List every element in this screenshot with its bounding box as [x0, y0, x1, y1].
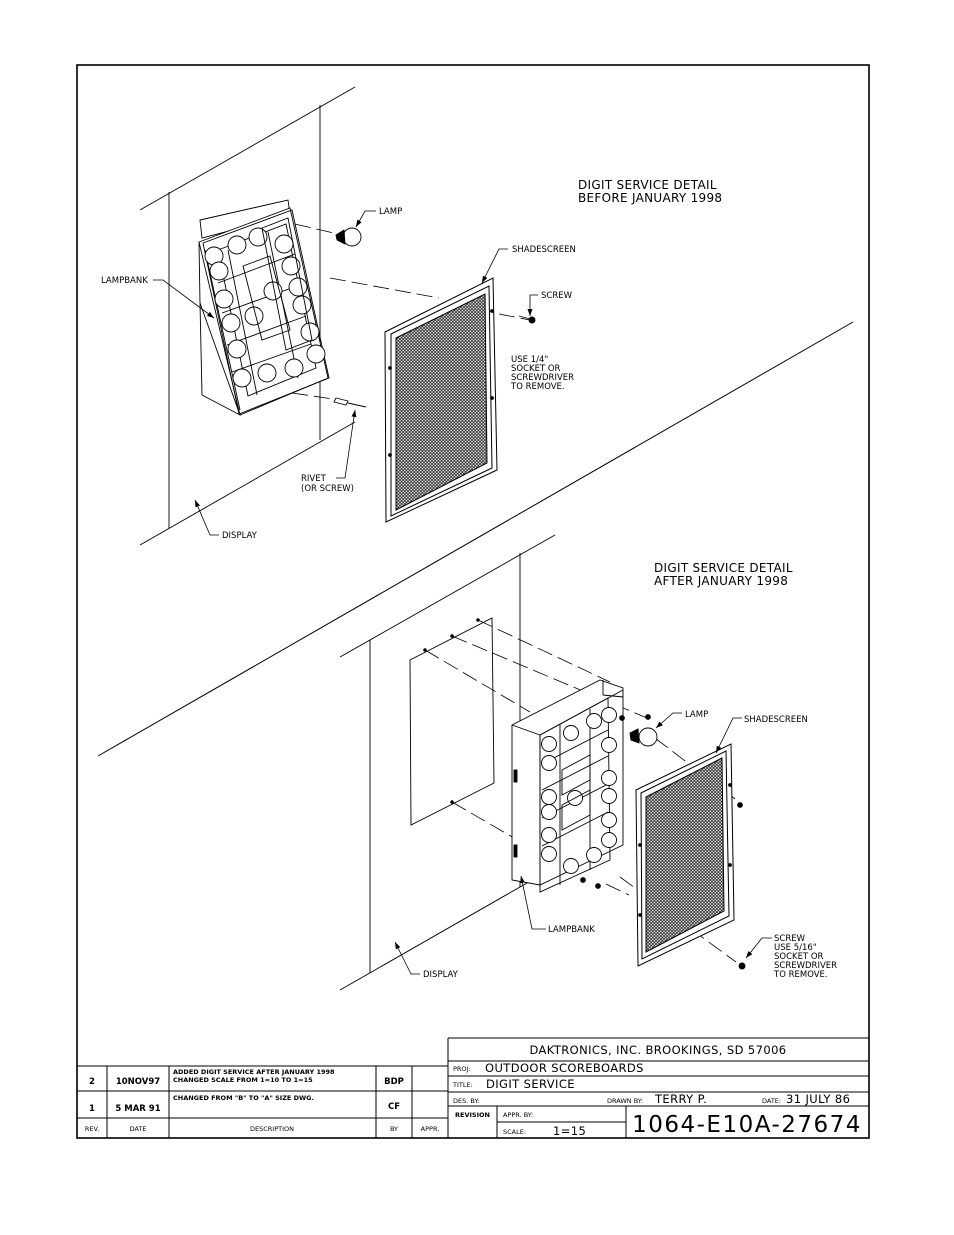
before-display-label: DISPLAY [222, 531, 258, 541]
title-block: DAKTRONICS, INC. BROOKINGS, SD 57006 PRO… [448, 1037, 869, 1138]
before-rivet-label-line1: RIVET [301, 474, 327, 484]
before-display-leader [194, 499, 219, 536]
rev-row2-date: 5 MAR 91 [115, 1104, 160, 1114]
des-by-label: DES. BY: [453, 1097, 480, 1105]
before-rivet-leader [336, 409, 357, 479]
before-heading-line2: BEFORE JANUARY 1998 [578, 191, 722, 205]
before-lampbank [198, 199, 330, 416]
rev-header-date: DATE [130, 1125, 147, 1133]
before-lampbank-label: LAMPBANK [101, 276, 148, 286]
rev-header-by: BY [390, 1125, 398, 1133]
rev-row2-rev: 1 [89, 1104, 95, 1114]
appr-by-label: APPR. BY: [503, 1111, 533, 1119]
rev-row1-desc-line2: CHANGED SCALE FROM 1=10 TO 1=15 [173, 1076, 313, 1084]
before-screw [518, 315, 536, 324]
after-lampbank [511, 679, 624, 893]
after-lampbank-leader [519, 875, 546, 930]
before-lamp-label: LAMP [379, 207, 402, 217]
after-note-line4: TO REMOVE. [773, 970, 828, 980]
after-detail: DIGIT SERVICE DETAIL AFTER JANUARY 1998 … [339, 534, 837, 991]
after-screw-leader [745, 937, 772, 959]
rev-header-rev: REV. [85, 1125, 99, 1133]
after-screws [580, 714, 746, 970]
before-note-line1: USE 1/4" [511, 355, 548, 365]
before-alignment-lines [291, 223, 531, 400]
title-value: DIGIT SERVICE [486, 1077, 575, 1091]
after-screw-label: SCREW [774, 934, 806, 944]
before-rivet-label-line2: (OR SCREW) [301, 484, 354, 494]
before-shadescreen [384, 277, 498, 523]
before-lampbank-leader [153, 279, 215, 319]
section-divider-line [97, 321, 854, 757]
rev-row1-rev: 2 [89, 1077, 95, 1087]
drawn-by-value: TERRY P. [654, 1092, 707, 1106]
before-shadescreen-leader [481, 248, 508, 284]
before-note-line2: SOCKET OR [511, 364, 561, 374]
date-value: 31 JULY 86 [786, 1092, 850, 1106]
after-note-line3: SCREWDRIVER [774, 961, 837, 971]
after-heading-line2: AFTER JANUARY 1998 [654, 574, 788, 588]
rev-header-description: DESCRIPTION [250, 1125, 294, 1133]
before-lamp-leader [355, 210, 376, 228]
after-shadescreen-leader [715, 717, 742, 754]
drawn-by-label: DRAWN BY: [607, 1097, 643, 1105]
before-rivet [333, 397, 367, 408]
after-shadescreen [635, 743, 735, 967]
after-display-leader [394, 941, 420, 975]
after-lampbank-label: LAMPBANK [548, 925, 595, 935]
before-shadescreen-label: SHADESCREEN [512, 245, 576, 255]
proj-label: PROJ: [453, 1065, 471, 1073]
after-shadescreen-label: SHADESCREEN [744, 715, 808, 725]
before-note-line3: SCREWDRIVER [511, 373, 574, 383]
after-display-label: DISPLAY [423, 970, 459, 980]
before-heading-line1: DIGIT SERVICE DETAIL [578, 178, 717, 192]
drawing-number: 1064-E10A-27674 [632, 1112, 862, 1138]
rev-row2-desc-line1: CHANGED FROM "B" TO "A" SIZE DWG. [173, 1094, 314, 1102]
sheet-border [76, 64, 870, 1139]
before-detail: DIGIT SERVICE DETAIL BEFORE JANUARY 1998… [101, 86, 722, 546]
revision-label: REVISION [455, 1111, 490, 1119]
rev-row2-by: CF [388, 1102, 400, 1112]
after-lamp-leader [655, 712, 682, 729]
before-display-wall [139, 86, 356, 546]
before-note-line4: TO REMOVE. [510, 382, 565, 392]
rev-row1-desc-line1: ADDED DIGIT SERVICE AFTER JANUARY 1998 [173, 1068, 335, 1076]
rev-row1-date: 10NOV97 [116, 1077, 160, 1087]
before-lamp [335, 227, 362, 247]
rev-header-appr: APPR. [421, 1125, 440, 1133]
scale-label: SCALE: [503, 1128, 526, 1136]
before-screw-leader [527, 294, 538, 316]
after-back-plate [409, 617, 495, 826]
after-note-line1: USE 5/16" [774, 943, 817, 953]
company-name: DAKTRONICS, INC. BROOKINGS, SD 57006 [529, 1043, 786, 1057]
revision-block: 2 10NOV97 ADDED DIGIT SERVICE AFTER JANU… [77, 1038, 449, 1138]
title-label: TITLE: [452, 1081, 473, 1089]
after-lamp [629, 727, 658, 747]
after-lamp-label: LAMP [685, 710, 708, 720]
before-screw-label: SCREW [541, 291, 573, 301]
date-label: DATE: [762, 1097, 781, 1105]
scale-value: 1=15 [553, 1124, 586, 1138]
after-note-line2: SOCKET OR [774, 952, 824, 962]
after-heading-line1: DIGIT SERVICE DETAIL [654, 561, 793, 575]
proj-value: OUTDOOR SCOREBOARDS [485, 1061, 644, 1075]
rev-row1-by: BDP [384, 1077, 404, 1087]
